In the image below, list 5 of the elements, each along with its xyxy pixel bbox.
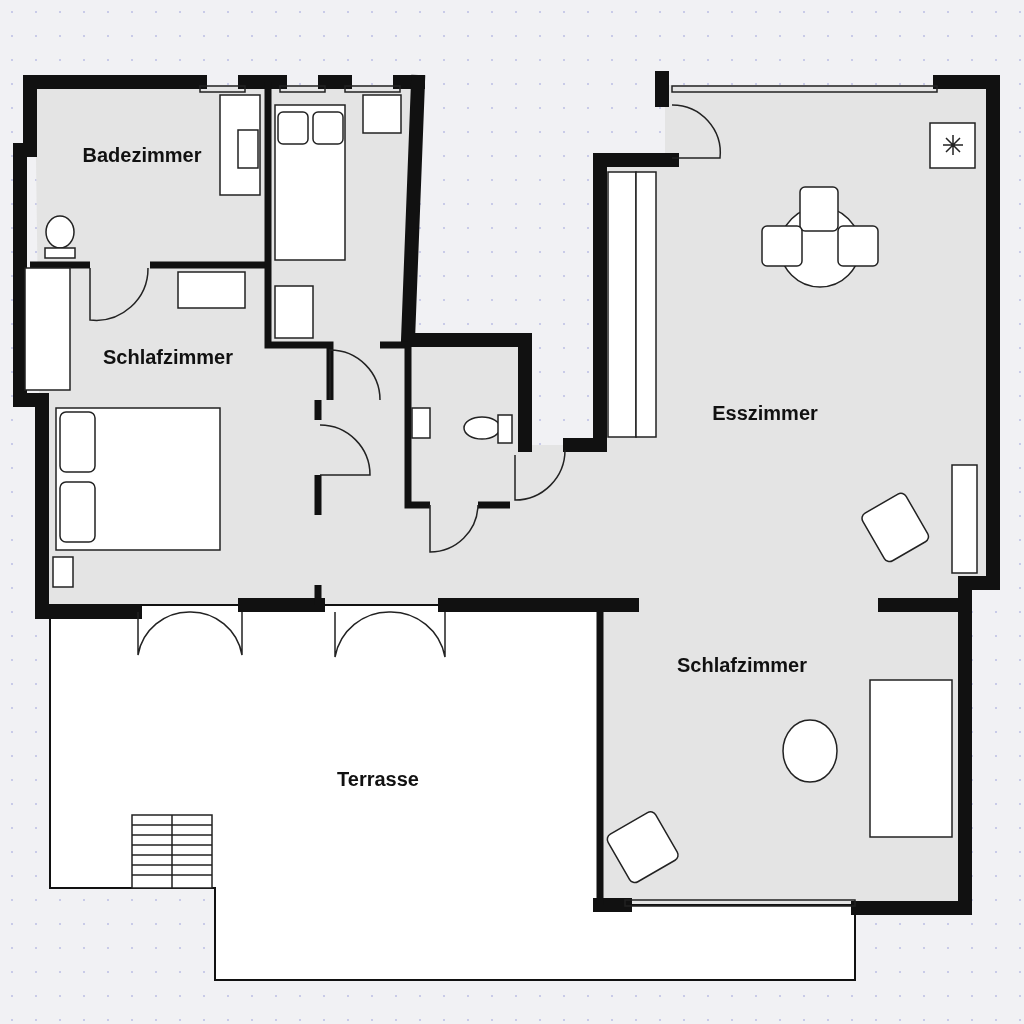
- room-label: Schlafzimmer: [102, 345, 234, 369]
- room-label: Badezimmer: [82, 143, 202, 167]
- room-label: Schlafzimmer: [676, 653, 808, 677]
- room-label: Terrasse: [337, 767, 419, 791]
- room-label: Esszimmer: [712, 401, 818, 425]
